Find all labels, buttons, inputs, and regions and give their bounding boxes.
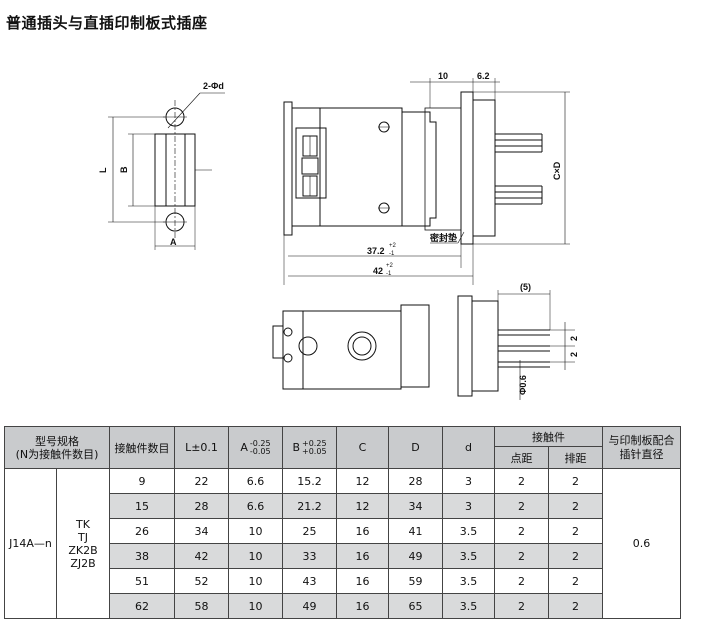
label-dim-6-2: 6.2 <box>477 71 490 81</box>
table-cell: 15.2 <box>282 468 337 494</box>
header-L: L±0.1 <box>174 426 229 469</box>
variants-cell: TK TJ ZK2B ZJ2B <box>56 468 110 619</box>
header-D: D <box>388 426 443 469</box>
label-CxD: C×D <box>552 161 562 180</box>
header-A-tol-top: -0.25 <box>249 438 271 448</box>
table-cell: 41 <box>388 518 443 544</box>
table-cell: 58 <box>174 593 229 619</box>
label-dim-10: 10 <box>438 71 448 81</box>
pcb-cell: 0.6 <box>602 468 681 619</box>
header-A: A-0.25-0.05 <box>228 426 283 469</box>
table-cell: 2 <box>548 493 603 519</box>
label-dim-37-2: 37.2 <box>367 246 385 256</box>
table-cell: 21.2 <box>282 493 337 519</box>
table-cell: 10 <box>228 543 283 569</box>
table-cell: 2 <box>494 568 549 594</box>
header-B-main: B <box>292 440 301 454</box>
label-tol-42-bot: -1 <box>386 271 392 277</box>
table-cell: 10 <box>228 593 283 619</box>
table-cell: 3 <box>442 493 495 519</box>
table-cell: 16 <box>336 593 389 619</box>
label-dim-2a: 2 <box>569 336 579 341</box>
table-cell: 34 <box>388 493 443 519</box>
table-cell: 42 <box>174 543 229 569</box>
table-cell: 2 <box>548 543 603 569</box>
table-cell: 38 <box>109 543 175 569</box>
table-cell: 59 <box>388 568 443 594</box>
table-cell: 16 <box>336 543 389 569</box>
table-cell: 49 <box>282 593 337 619</box>
label-B: B <box>119 166 129 173</box>
table-cell: 16 <box>336 518 389 544</box>
technical-drawing: 2-Φd L B A <box>98 71 579 400</box>
header-A-main: A <box>240 440 248 454</box>
table-cell: 2 <box>494 593 549 619</box>
model-cell: J14A—n <box>4 468 57 619</box>
label-tol-37-2-top: +2 <box>389 243 397 249</box>
table-cell: 28 <box>388 468 443 494</box>
table-cell: 65 <box>388 593 443 619</box>
table-cell: 2 <box>548 468 603 494</box>
table-cell: 28 <box>174 493 229 519</box>
table-cell: 2 <box>494 543 549 569</box>
connector-bottom-view <box>272 290 575 400</box>
table-cell: 2 <box>494 518 549 544</box>
table-cell: 12 <box>336 468 389 494</box>
table-cell: 9 <box>109 468 175 494</box>
label-tol-42-top: +2 <box>386 263 394 269</box>
page-title: 普通插头与直插印制板式插座 <box>6 14 208 32</box>
table-cell: 2 <box>548 568 603 594</box>
table-cell: 51 <box>109 568 175 594</box>
table-cell: 6.6 <box>228 468 283 494</box>
table-cell: 49 <box>388 543 443 569</box>
header-model: 型号规格 (N为接触件数目) <box>4 426 110 469</box>
table-cell: 2 <box>548 518 603 544</box>
table-cell: 15 <box>109 493 175 519</box>
table-cell: 2 <box>494 493 549 519</box>
table-cell: 2 <box>548 593 603 619</box>
table-cell: 16 <box>336 568 389 594</box>
plug-end-view <box>108 92 225 250</box>
table-cell: 3.5 <box>442 593 495 619</box>
table-cell: 10 <box>228 518 283 544</box>
table-cell: 33 <box>282 543 337 569</box>
header-C: C <box>336 426 389 469</box>
table-cell: 26 <box>109 518 175 544</box>
header-contacts: 接触件数目 <box>109 426 175 469</box>
header-d: d <box>442 426 495 469</box>
table-cell: 34 <box>174 518 229 544</box>
header-B: B+0.25+0.05 <box>282 426 337 469</box>
table-cell: 22 <box>174 468 229 494</box>
header-A-tol-bot: -0.05 <box>249 446 271 456</box>
label-A: A <box>170 237 177 247</box>
table-cell: 43 <box>282 568 337 594</box>
table-cell: 2 <box>494 468 549 494</box>
connector-side-view <box>283 78 570 285</box>
label-dim-42: 42 <box>373 266 383 276</box>
label-dim-5: (5) <box>520 282 531 292</box>
label-L: L <box>98 167 108 173</box>
table-cell: 3.5 <box>442 518 495 544</box>
header-contact-group: 接触件 <box>494 426 603 447</box>
table-cell: 52 <box>174 568 229 594</box>
header-pcb: 与印制板配合 插针直径 <box>602 426 681 469</box>
label-phi-d: 2-Φd <box>203 81 224 91</box>
table-cell: 12 <box>336 493 389 519</box>
header-pitch: 点距 <box>494 446 549 469</box>
header-B-tol-top: +0.25 <box>302 438 327 448</box>
table-cell: 62 <box>109 593 175 619</box>
header-B-tol-bot: +0.05 <box>302 446 327 456</box>
header-row-pitch: 排距 <box>548 446 603 469</box>
label-tol-37-2-bot: -1 <box>389 251 395 257</box>
table-cell: 6.6 <box>228 493 283 519</box>
table-cell: 3 <box>442 468 495 494</box>
table-cell: 3.5 <box>442 543 495 569</box>
table-cell: 25 <box>282 518 337 544</box>
spec-table: 型号规格 (N为接触件数目) 接触件数目 L±0.1 A-0.25-0.05 B… <box>4 426 681 619</box>
table-cell: 3.5 <box>442 568 495 594</box>
table-cell: 10 <box>228 568 283 594</box>
label-gasket: 密封垫 <box>429 232 457 243</box>
label-phi-0-6: Φ0.6 <box>518 375 528 395</box>
label-dim-2b: 2 <box>569 352 579 357</box>
